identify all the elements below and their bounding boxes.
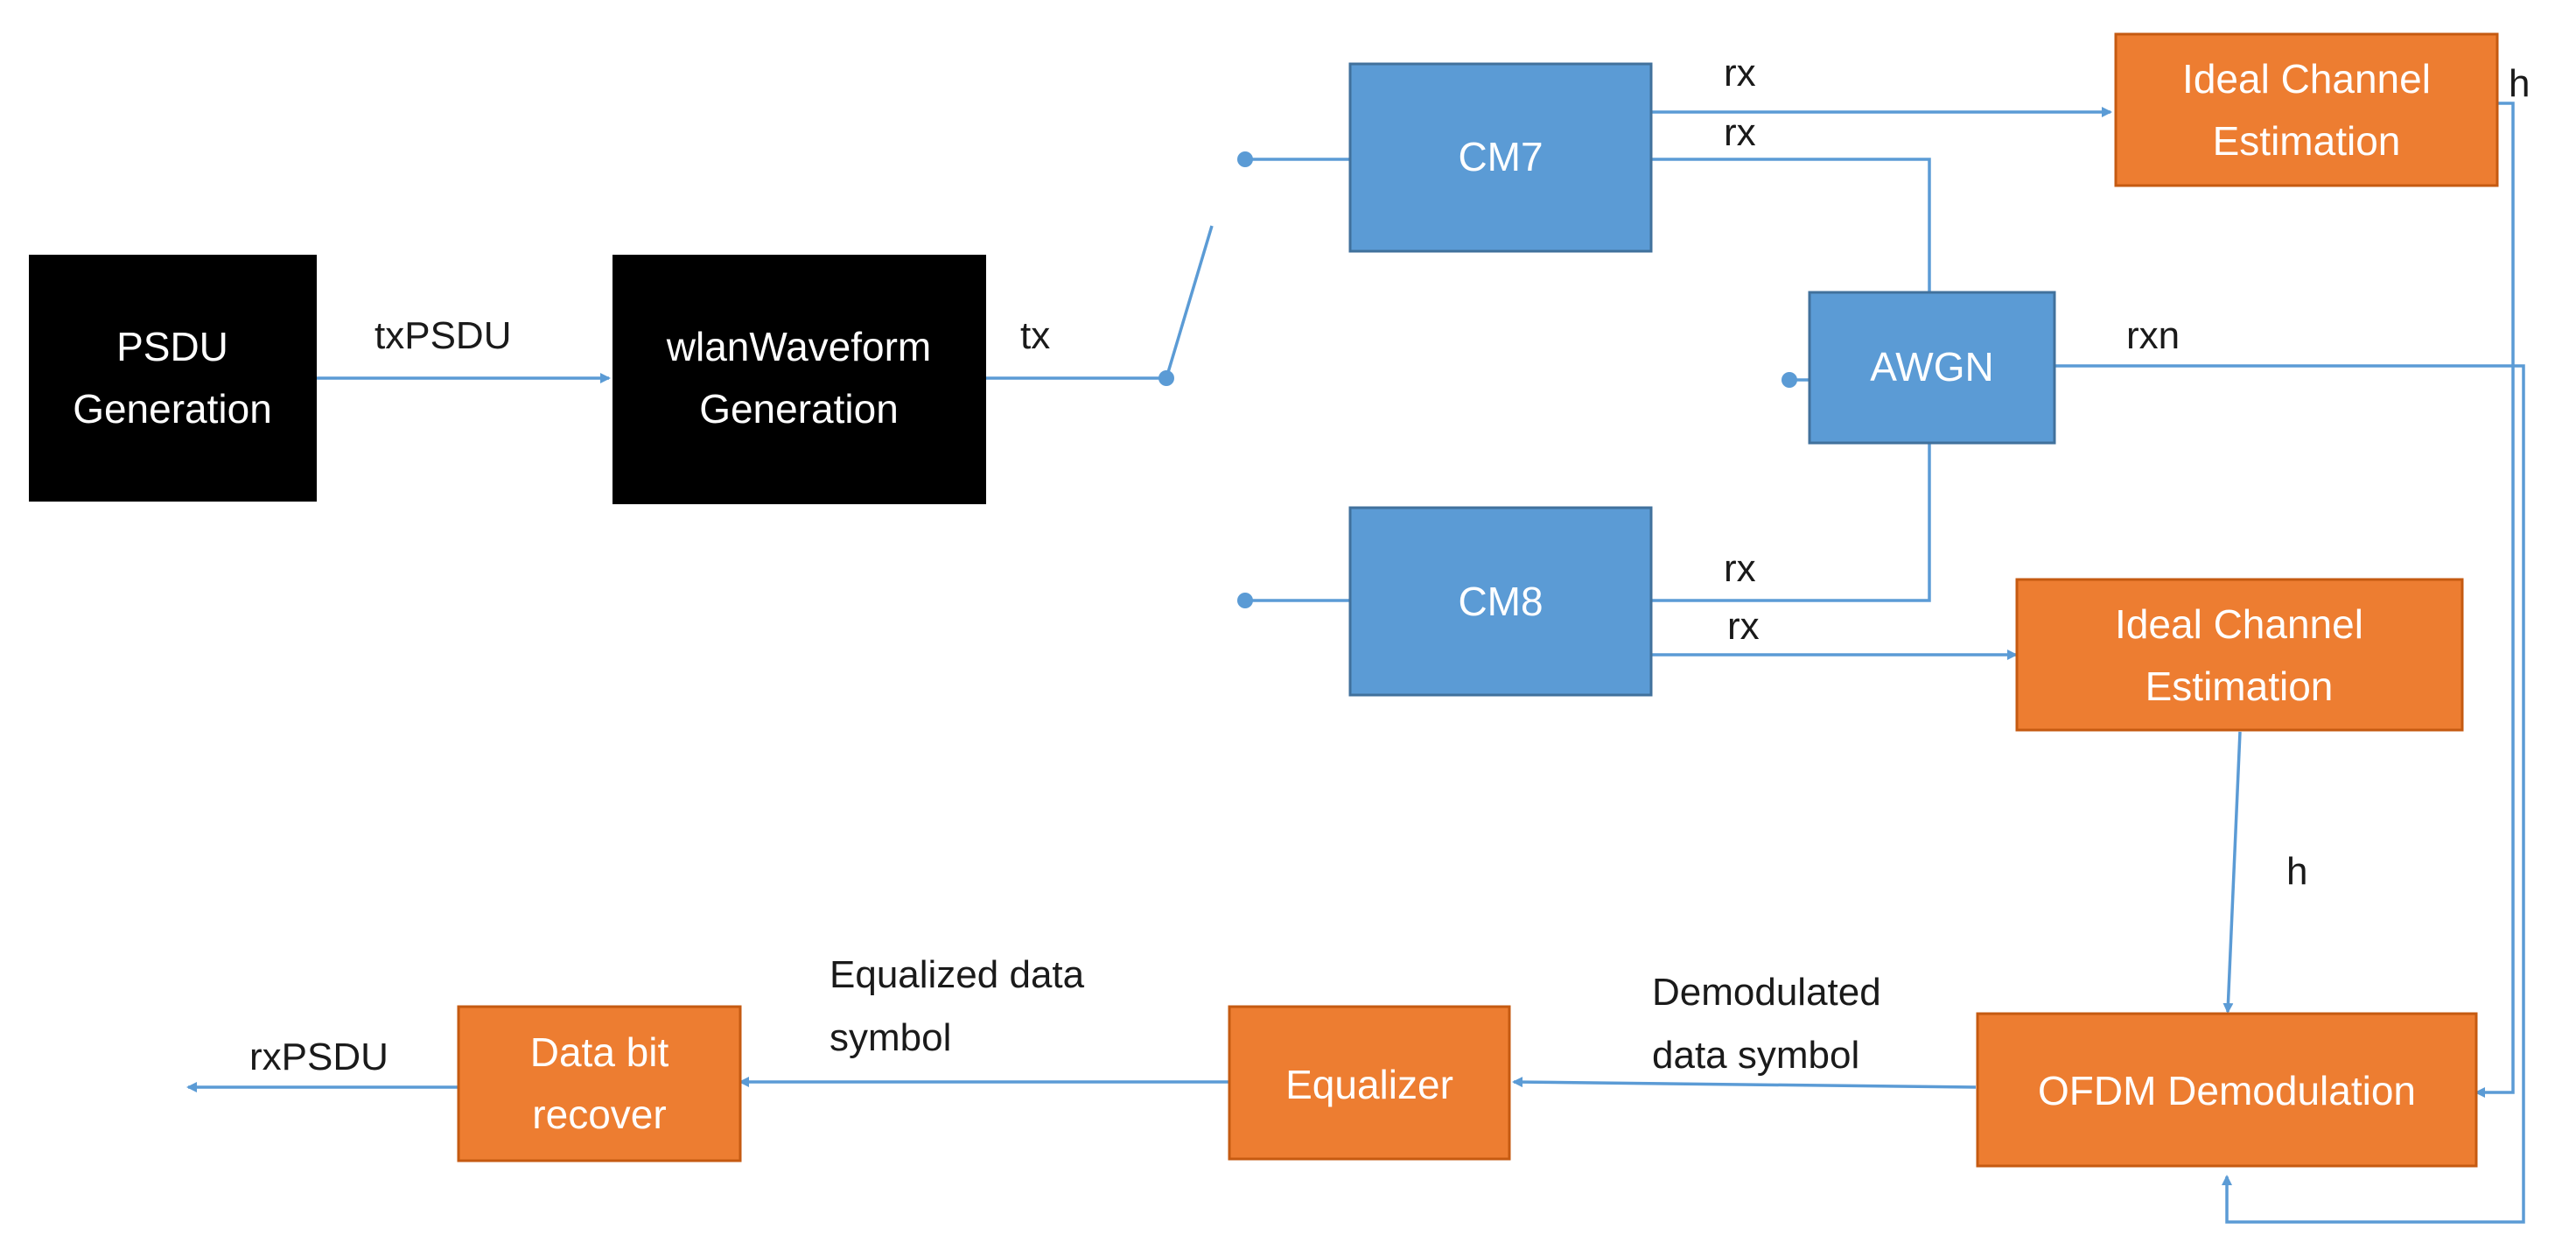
label-rx-cm8-bottom: rx: [1727, 605, 1760, 648]
data-bit-line1: Data bit: [530, 1029, 669, 1075]
block-awgn: AWGN: [1808, 291, 2056, 445]
cm7-box: [1348, 62, 1653, 253]
equalizer-box: [1228, 1005, 1511, 1161]
switch-lever: [1165, 225, 1214, 379]
ice-mid-line2: Estimation: [2146, 664, 2334, 709]
psdu-generation-box: [29, 255, 317, 502]
psdu-generation-line1: PSDU: [116, 324, 228, 369]
label-h-top: h: [2509, 62, 2530, 105]
awgn-label: AWGN: [1870, 344, 1993, 390]
ofdm-box: [1976, 1012, 2478, 1168]
wlan-waveform-line1: wlanWaveform: [666, 324, 931, 369]
block-ideal-channel-estimation-mid: Ideal Channel Estimation: [2015, 578, 2464, 732]
cm8-box: [1348, 506, 1653, 697]
ice-top-box: [2114, 32, 2499, 187]
label-rx-cm7-top: rx: [1724, 52, 1756, 95]
wire-cm7-to-awgn: [1651, 158, 1931, 292]
cm7-label: CM7: [1458, 134, 1543, 179]
label-h-mid: h: [2286, 850, 2307, 893]
signal-labels: txPSDU tx rx rx h rxn rx rx h Demodulate…: [249, 52, 2530, 1078]
wire-cm8-to-awgn: [1651, 443, 1931, 602]
ice-mid-box: [2015, 578, 2464, 732]
wire-awgn-rxn-to-ofdm: [2054, 364, 2525, 1224]
psdu-generation-line2: Generation: [73, 386, 272, 432]
label-rxpsdu: rxPSDU: [249, 1036, 388, 1078]
data-bit-line2: recover: [532, 1092, 666, 1137]
cm8-label: CM8: [1458, 579, 1543, 624]
wire-ofdm-to-equalizer: [1512, 1077, 1977, 1089]
wires: [186, 102, 2525, 1224]
ice-top-line2: Estimation: [2213, 118, 2401, 164]
ice-mid-line1: Ideal Channel: [2115, 601, 2363, 647]
block-cm7: CM7: [1348, 62, 1653, 253]
block-equalizer: Equalizer: [1228, 1005, 1511, 1161]
label-equalized-line2: symbol: [830, 1016, 951, 1059]
block-ideal-channel-estimation-top: Ideal Channel Estimation: [2114, 32, 2499, 187]
block-cm8: CM8: [1348, 506, 1653, 697]
label-txpsdu: txPSDU: [374, 314, 511, 357]
label-equalized-line1: Equalized data: [830, 953, 1085, 996]
equalizer-label: Equalizer: [1285, 1062, 1453, 1107]
label-rx-cm7-bottom: rx: [1724, 111, 1756, 154]
ofdm-label: OFDM Demodulation: [2038, 1068, 2416, 1113]
block-ofdm-demodulation: OFDM Demodulation: [1976, 1012, 2478, 1168]
label-tx: tx: [1020, 314, 1050, 357]
ice-top-line1: Ideal Channel: [2182, 56, 2431, 102]
label-demodulated-line1: Demodulated: [1652, 971, 1881, 1014]
data-bit-box: [457, 1005, 742, 1162]
block-data-bit-recover: Data bit recover: [457, 1005, 742, 1162]
wlan-waveform-line2: Generation: [699, 386, 899, 432]
label-rxn: rxn: [2126, 314, 2180, 357]
label-rx-cm8-top: rx: [1724, 547, 1756, 590]
awgn-box: [1808, 291, 2056, 445]
wire-ice-mid-h-to-ofdm: [2222, 731, 2242, 1014]
wlan-waveform-box: [612, 255, 986, 504]
label-demodulated-line2: data symbol: [1652, 1034, 1859, 1077]
wire-ice-top-h-to-ofdm: [2474, 102, 2515, 1098]
block-wlan-waveform-generation: wlanWaveform Generation: [612, 255, 986, 504]
block-psdu-generation: PSDU Generation: [29, 255, 317, 502]
